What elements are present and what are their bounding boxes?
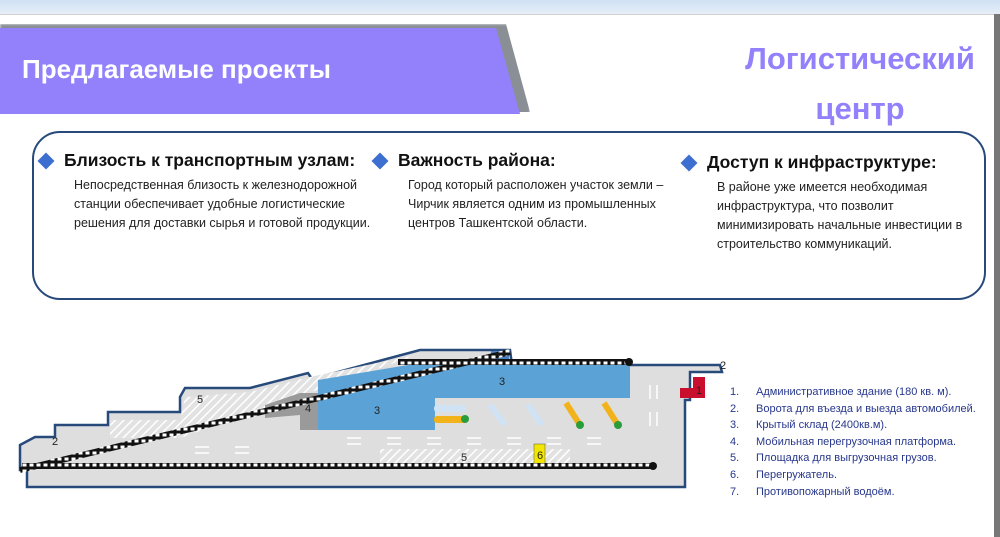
feature-text: В районе уже имеется необходимая инфраст… [717,180,963,251]
title-line-2: центр [815,91,905,126]
page-title: Логистический центр [720,34,1000,134]
railway-track [22,463,652,469]
label-4: 4 [305,403,311,415]
title-banner [0,28,520,114]
legend-item: 1.Административное здание (180 кв. м). [730,386,952,398]
plan-legend: 1.Административное здание (180 кв. м). 2… [730,384,976,500]
legend-item: 2.Ворота для въезда и выезда автомобилей… [730,402,976,415]
feature-transport: Близость к транспортным узлам: Непосредс… [37,150,380,233]
label-6: 6 [537,450,543,462]
feature-district: Важность района: Город который расположе… [371,150,684,233]
label-2: 2 [52,436,58,448]
banner-title: Предлагаемые проекты [22,54,331,84]
scrollbar[interactable] [994,14,1000,537]
label-5: 5 [461,452,467,464]
legend-item: 3.Крытый склад (2400кв.м). [730,419,888,432]
unloading-area-5 [380,449,570,464]
feature-infrastructure: Доступ к инфраструктуре: В районе уже им… [680,152,983,254]
window-top-bar [0,0,1000,15]
feature-title: Важность района: [398,150,556,170]
label-5: 5 [197,394,203,406]
traffic-arrows [195,385,658,454]
feature-text: Непосредственная близость к железнодорож… [74,178,371,230]
feature-title: Доступ к инфраструктуре: [707,152,937,172]
feature-title: Близость к транспортным узлам: [64,150,356,170]
feature-text: Город который расположен участок земли –… [408,178,664,230]
trucks [434,401,622,429]
title-line-1: Логистический [745,41,975,76]
legend-item: 5.Площадка для выгрузочная грузов. [730,452,937,465]
label-2: 2 [720,360,726,372]
legend-item: 7.Противопожарный водоём. [730,485,895,498]
admin-building-1 [680,377,705,398]
legend-item: 6.Перегружатель. [730,468,837,481]
label-7: 7 [495,352,501,364]
label-3: 3 [374,405,380,417]
railway-track [398,359,628,365]
unloading-area-5 [110,354,420,438]
railway-track [19,349,511,473]
features-box [32,131,986,300]
label-1: 1 [696,385,702,397]
legend-item: 4.Мобильная перегрузочная платформа. [730,435,957,448]
label-3: 3 [499,376,505,388]
